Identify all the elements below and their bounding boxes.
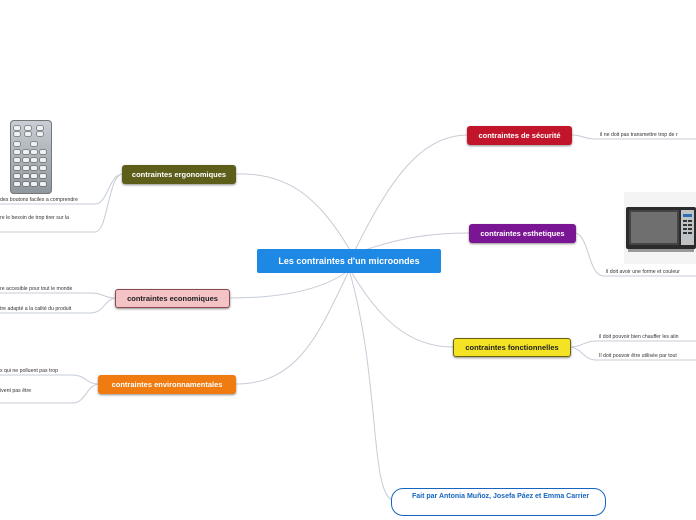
leaf-fonctionnelles-1[interactable]: il doit pouvoir bien chauffer les alin	[599, 334, 679, 340]
remote-key	[31, 142, 37, 146]
remote-key	[14, 166, 20, 170]
remote-key	[22, 174, 29, 178]
credit-node[interactable]: Fait par Antonia Muñoz, Josefa Páez et E…	[391, 488, 606, 516]
remote-key	[31, 166, 37, 170]
remote-key	[22, 150, 29, 154]
central-topic[interactable]: Les contraintes d'un microondes	[257, 249, 441, 273]
leaf-ergonomiques-1[interactable]: des boutons faciles a comprendre	[0, 197, 78, 203]
leaf-economiques-1[interactable]: re accesible pour tout le monde	[0, 286, 73, 292]
remote-key	[36, 126, 43, 130]
branch-contraintes-securite[interactable]: contraintes de sécurité	[467, 126, 572, 145]
remote-key	[14, 126, 20, 130]
remote-key	[14, 182, 20, 186]
remote-key	[31, 150, 37, 154]
leaf-ergonomiques-2[interactable]: re le besoin de trop tirer sur la	[0, 215, 69, 221]
remote-key	[22, 158, 29, 162]
remote-key	[22, 182, 29, 186]
remote-key	[31, 158, 37, 162]
leaf-securite-1[interactable]: il ne doit pas transmettre trop de r	[600, 132, 678, 138]
leaf-environnementales-2[interactable]: ivent pas être	[0, 388, 32, 394]
remote-key	[14, 132, 20, 136]
remote-key	[39, 158, 46, 162]
remote-key	[39, 150, 46, 154]
leaf-economiques-2[interactable]: tre adapté a la calité du produit	[0, 306, 72, 312]
branch-contraintes-fonctionnelles[interactable]: contraintes fonctionnelles	[453, 338, 571, 357]
remote-key	[14, 174, 20, 178]
microwave-oven-image	[624, 192, 696, 264]
remote-key	[25, 132, 32, 136]
remote-key	[22, 166, 29, 170]
leaf-fonctionnelles-2[interactable]: Il doit pouvoir être utilisée par tout	[599, 353, 677, 359]
remote-key	[36, 132, 43, 136]
remote-key	[14, 158, 20, 162]
branch-contraintes-environnementales[interactable]: contraintes environnamentales	[98, 375, 236, 394]
branch-contraintes-ergonomiques[interactable]: contraintes ergonomiques	[122, 165, 236, 184]
remote-key	[31, 182, 37, 186]
remote-key	[14, 142, 20, 146]
remote-key	[39, 174, 46, 178]
remote-keypad-image	[10, 120, 52, 194]
remote-key	[39, 166, 46, 170]
leaf-environnementales-1[interactable]: x qui ne polluent pas trop	[0, 368, 58, 374]
remote-key	[25, 126, 32, 130]
remote-key	[14, 150, 20, 154]
branch-contraintes-esthetiques[interactable]: contraintes esthetiques	[469, 224, 576, 243]
leaf-esthetiques-1[interactable]: il doit avoir une forme et couleur	[606, 269, 680, 275]
remote-key	[39, 182, 46, 186]
branch-contraintes-economiques[interactable]: contraintes economiques	[115, 289, 230, 308]
remote-key	[31, 174, 37, 178]
